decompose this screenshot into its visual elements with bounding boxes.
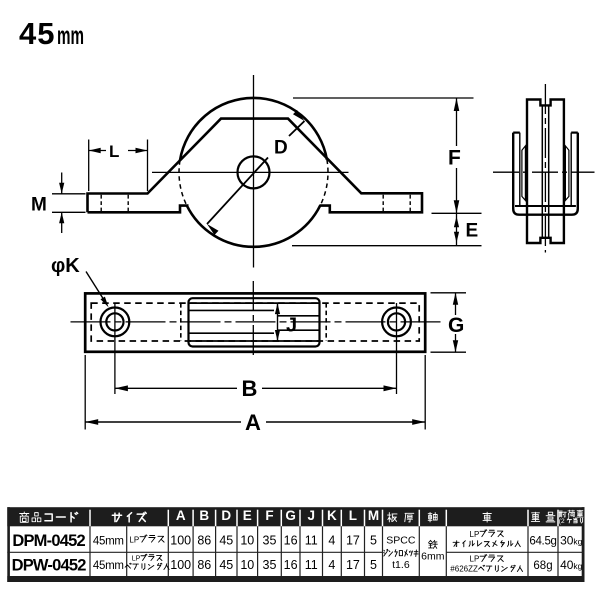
svg-text:DPW-0452: DPW-0452 (12, 557, 87, 575)
svg-text:DPM-0452: DPM-0452 (12, 532, 85, 550)
svg-text:LP: LP (470, 555, 480, 564)
svg-text:E: E (466, 221, 479, 242)
svg-text:30: 30 (560, 533, 574, 547)
svg-text:J: J (286, 315, 297, 337)
svg-text:F: F (265, 508, 273, 523)
svg-text:4: 4 (328, 533, 335, 547)
svg-text:68g: 68g (533, 560, 552, 572)
svg-text:kg: kg (573, 561, 582, 571)
svg-text:kg: kg (573, 536, 582, 546)
svg-text:): ) (585, 518, 587, 525)
svg-text:D: D (221, 508, 231, 523)
svg-text:(2: (2 (559, 518, 565, 525)
svg-text:G: G (448, 314, 464, 337)
svg-text:D: D (274, 138, 288, 159)
svg-text:G: G (285, 508, 296, 523)
svg-text:F: F (448, 147, 461, 170)
svg-text:B: B (199, 508, 209, 523)
svg-text:35: 35 (263, 558, 277, 572)
svg-text:E: E (243, 508, 252, 523)
svg-text:100: 100 (170, 533, 191, 547)
svg-text:17: 17 (346, 533, 360, 547)
svg-text:45: 45 (19, 16, 55, 51)
svg-text:SPCC: SPCC (386, 535, 416, 547)
svg-text:A: A (245, 410, 261, 435)
svg-text:6mm: 6mm (421, 551, 445, 563)
svg-text:16: 16 (284, 533, 298, 547)
svg-text:16: 16 (284, 558, 298, 572)
svg-text:φK: φK (51, 255, 80, 277)
svg-text:64.5g: 64.5g (529, 535, 556, 547)
svg-text:M: M (368, 508, 379, 523)
svg-text:45mm: 45mm (93, 560, 124, 572)
svg-text:4: 4 (328, 558, 335, 572)
svg-text:M: M (31, 195, 47, 216)
svg-text:B: B (242, 376, 258, 401)
svg-text:10: 10 (240, 558, 254, 572)
svg-text:11: 11 (305, 558, 318, 572)
svg-text:#626ZZ: #626ZZ (450, 565, 478, 574)
svg-text:5: 5 (370, 558, 377, 572)
svg-text:45: 45 (219, 533, 233, 547)
svg-text:10: 10 (240, 533, 254, 547)
svg-text:L: L (349, 508, 357, 523)
svg-text:35: 35 (263, 533, 277, 547)
svg-text:L: L (109, 142, 119, 161)
svg-text:86: 86 (197, 533, 211, 547)
svg-text:LP: LP (132, 556, 141, 563)
svg-text:5: 5 (370, 533, 377, 547)
svg-text:A: A (176, 508, 186, 523)
svg-text:45: 45 (219, 558, 233, 572)
svg-text:86: 86 (197, 558, 211, 572)
svg-text:40: 40 (560, 558, 574, 572)
svg-text:t1.6: t1.6 (392, 559, 410, 571)
svg-text:J: J (307, 508, 315, 523)
svg-text:17: 17 (346, 558, 360, 572)
svg-text:LP: LP (129, 535, 139, 544)
svg-text:K: K (327, 508, 337, 523)
svg-text:mm: mm (57, 22, 84, 50)
svg-text:LP: LP (470, 530, 480, 539)
svg-text:100: 100 (170, 558, 191, 572)
svg-text:11: 11 (305, 533, 318, 547)
svg-text:45mm: 45mm (93, 535, 124, 547)
